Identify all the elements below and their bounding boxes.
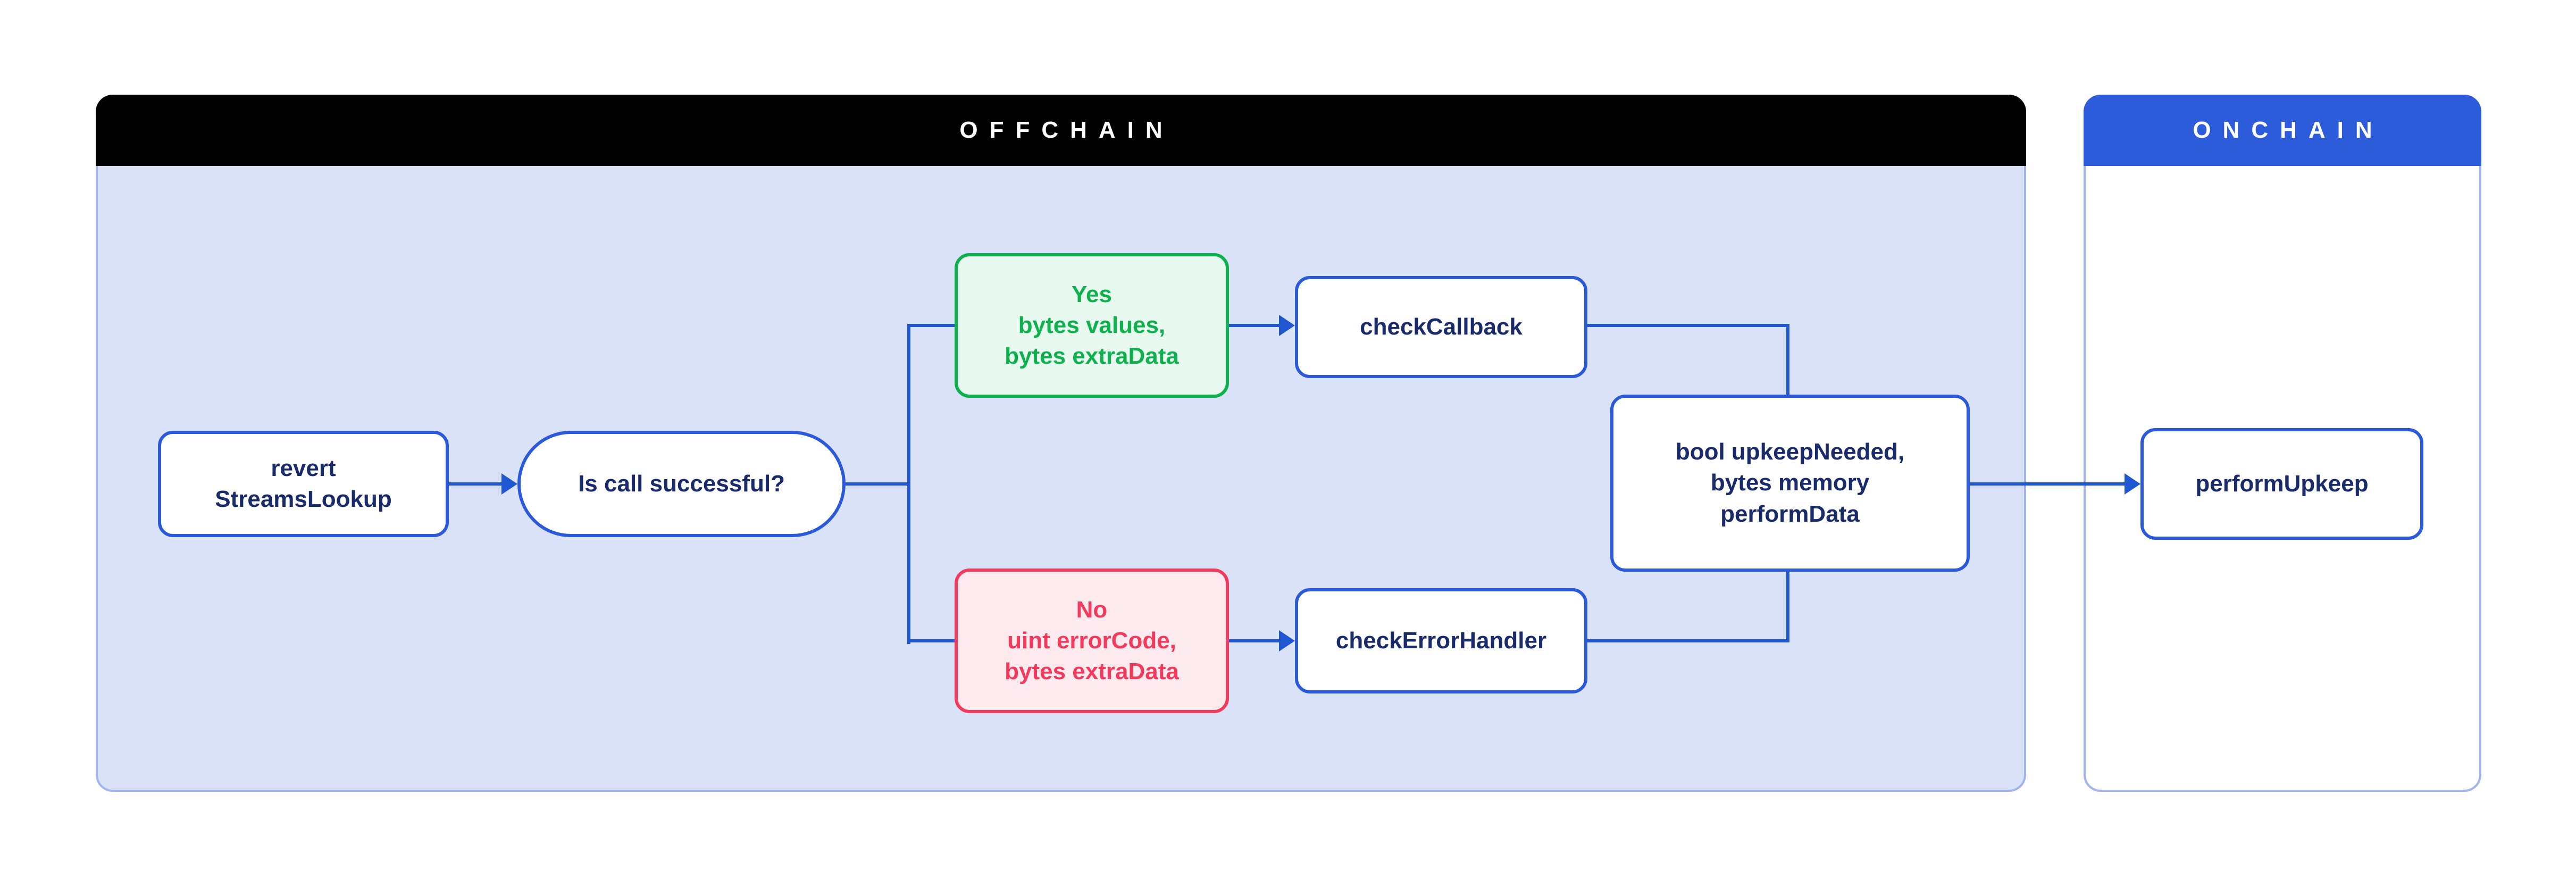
connector-decision-to-branch [846, 482, 910, 486]
connector-output-to-performupkeep [1970, 482, 2125, 486]
onchain-header: ONCHAIN [2084, 95, 2481, 166]
connector-checkcallback-out-v [1786, 324, 1789, 398]
node-performupkeep: performUpkeep [2140, 428, 2423, 540]
connector-branch-vertical [907, 324, 910, 644]
arrowhead-decision [501, 473, 517, 495]
offchain-header: OFFCHAIN [96, 95, 2026, 166]
arrowhead-checkcallback [1279, 315, 1295, 336]
node-no-branch: No uint errorCode, bytes extraData [955, 569, 1229, 713]
node-checkcallback: checkCallback [1295, 276, 1587, 378]
node-checkerrorhandler: checkErrorHandler [1295, 588, 1587, 693]
arrowhead-performupkeep [2125, 473, 2140, 495]
node-is-call-successful: Is call successful? [517, 431, 846, 537]
connector-yes-to-checkcallback [1229, 324, 1279, 327]
connector-branch-to-yes [910, 324, 955, 327]
node-upkeepneeded-performdata: bool upkeepNeeded, bytes memory performD… [1610, 395, 1970, 572]
connector-checkcallback-out-h [1587, 324, 1789, 327]
node-yes-branch: Yes bytes values, bytes extraData [955, 253, 1229, 398]
onchain-title: ONCHAIN [2193, 117, 2384, 143]
connector-checkerrorhandler-out-h [1587, 639, 1789, 642]
connector-revert-to-decision [449, 482, 501, 486]
connector-no-to-checkerrorhandler [1229, 639, 1279, 642]
connector-checkerrorhandler-out-v [1786, 572, 1789, 642]
arrowhead-checkerrorhandler [1279, 630, 1295, 651]
connector-branch-to-no [910, 639, 955, 642]
offchain-title: OFFCHAIN [959, 117, 1174, 143]
node-revert-streamslookup: revert StreamsLookup [158, 431, 449, 537]
